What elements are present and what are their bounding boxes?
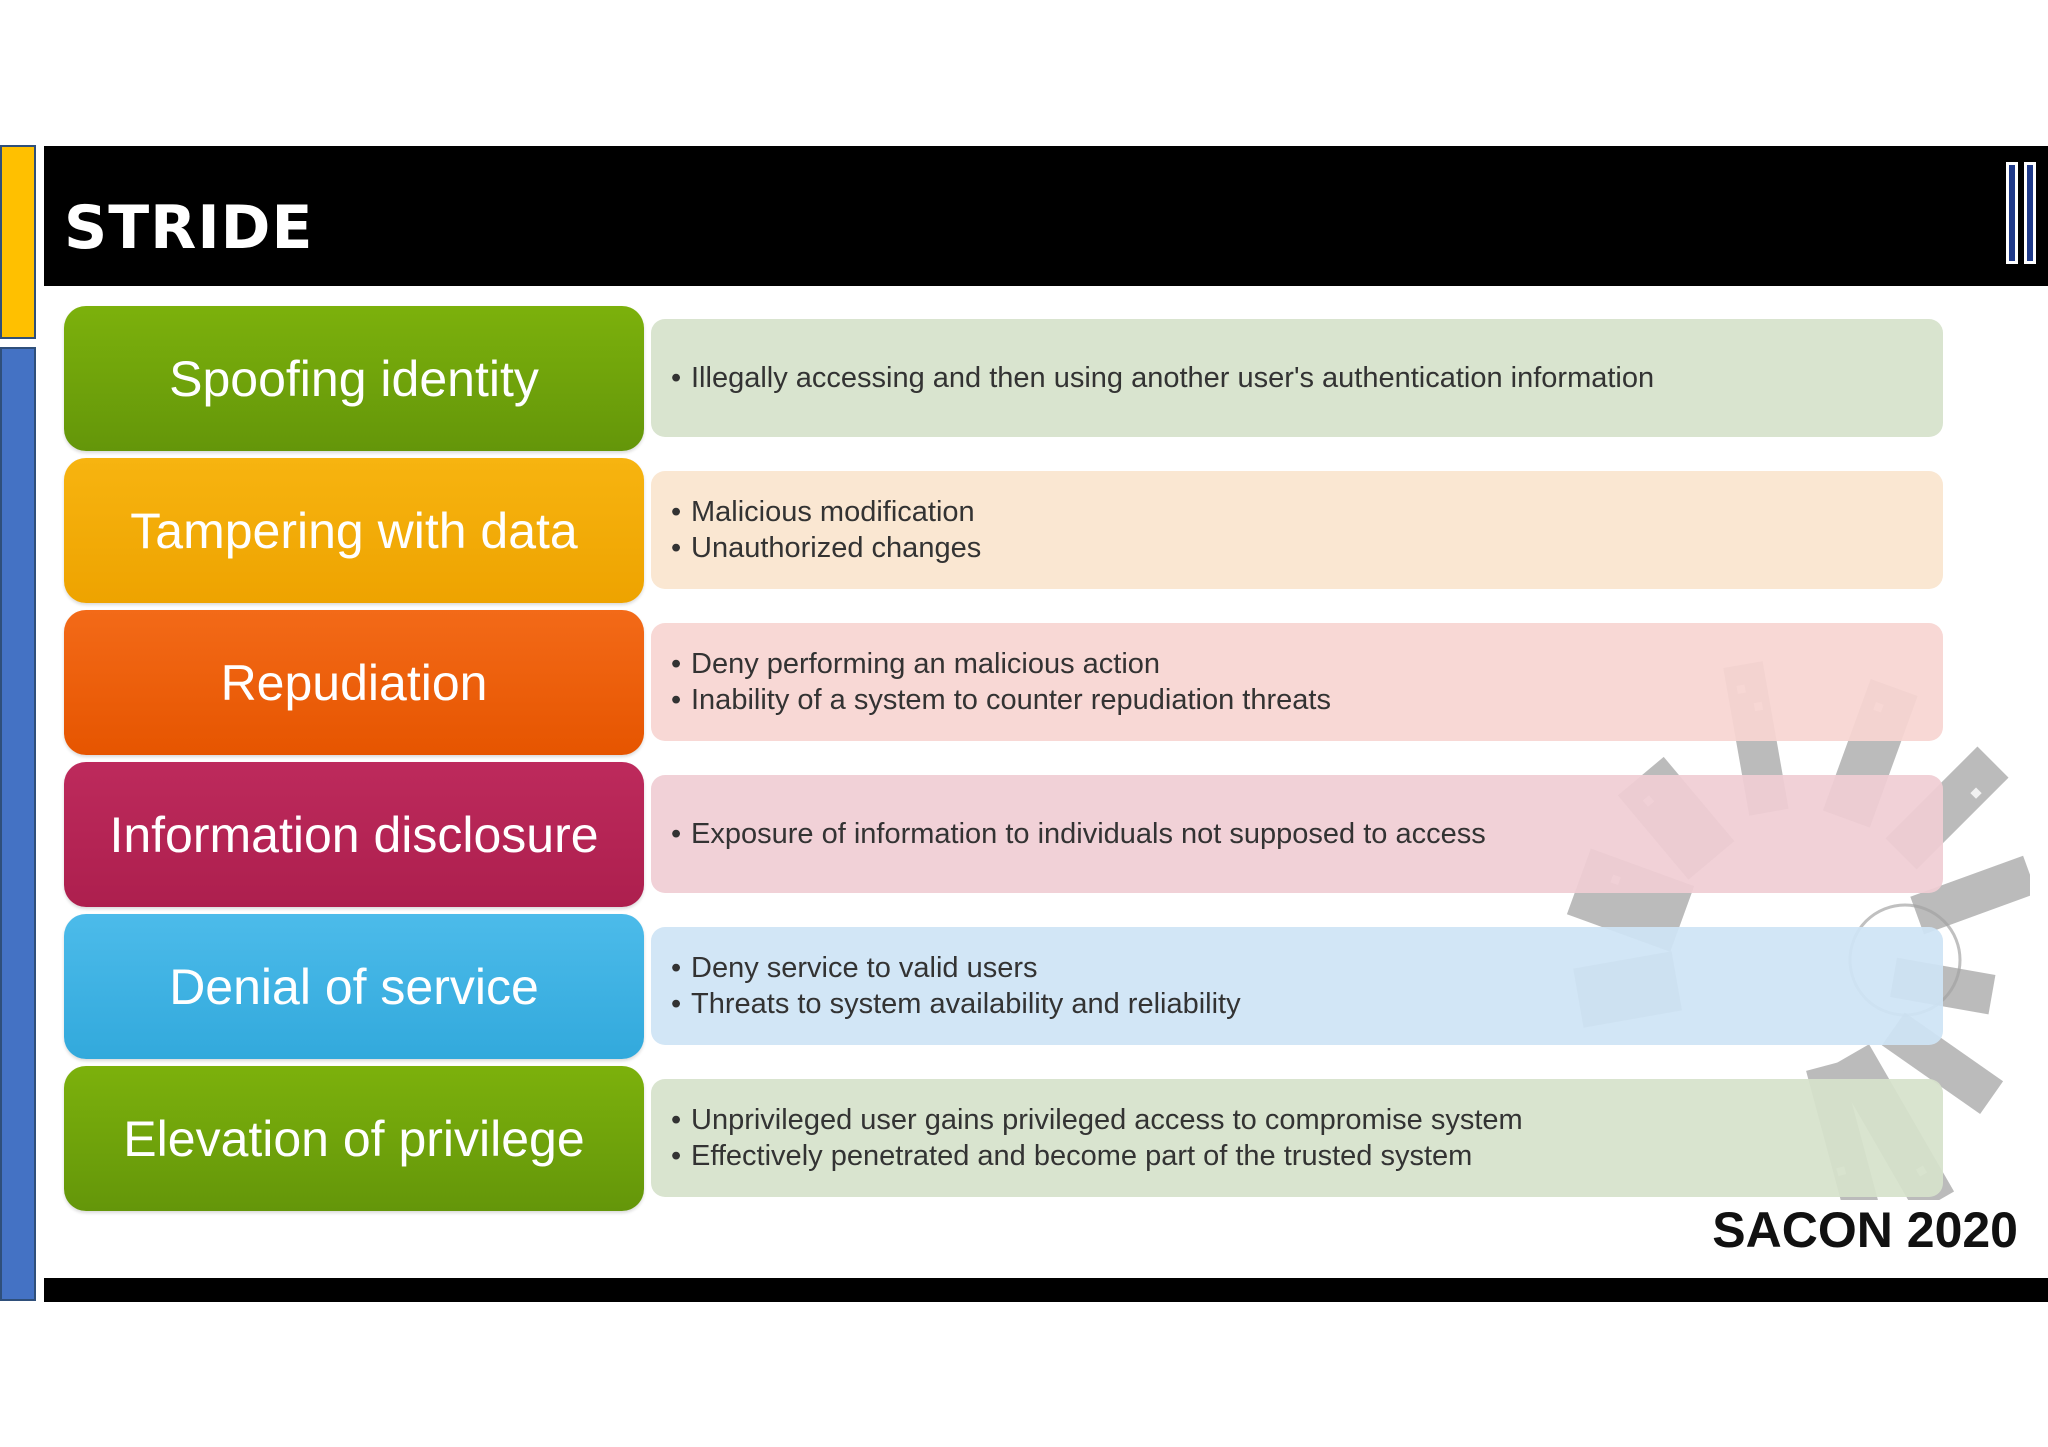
bullet-item: •Effectively penetrated and become part …: [671, 1140, 1473, 1172]
bullet-item: •Inability of a system to counter repudi…: [671, 684, 1331, 716]
label-elevation-of-privilege: Elevation of privilege: [64, 1066, 644, 1211]
desc-elevation-of-privilege: •Unprivileged user gains privileged acce…: [651, 1079, 1943, 1197]
corner-logo-icon: [2006, 162, 2036, 264]
desc-spoofing: •Illegally accessing and then using anot…: [651, 319, 1943, 437]
bullet-item: •Unauthorized changes: [671, 532, 982, 564]
accent-bar-yellow: [0, 145, 36, 339]
label-tampering: Tampering with data: [64, 458, 644, 603]
bullet-dot-icon: •: [671, 988, 682, 1020]
bullet-dot-icon: •: [671, 496, 682, 528]
bullet-item: •Malicious modification: [671, 496, 975, 528]
bullet-item: •Exposure of information to individuals …: [671, 818, 1486, 850]
desc-denial-of-service: •Deny service to valid users •Threats to…: [651, 927, 1943, 1045]
bullet-dot-icon: •: [671, 1104, 682, 1136]
bullet-dot-icon: •: [671, 1140, 682, 1172]
bullet-dot-icon: •: [671, 362, 682, 394]
footer-bar: [44, 1278, 2048, 1302]
bullet-item: •Deny performing an malicious action: [671, 648, 1161, 680]
desc-repudiation: •Deny performing an malicious action •In…: [651, 623, 1943, 741]
desc-information-disclosure: •Exposure of information to individuals …: [651, 775, 1943, 893]
bullet-item: •Threats to system availability and reli…: [671, 988, 1241, 1020]
row-information-disclosure: Information disclosure •Exposure of info…: [64, 762, 1944, 907]
bullet-item: •Unprivileged user gains privileged acce…: [671, 1104, 1523, 1136]
bullet-item: •Illegally accessing and then using anot…: [671, 362, 1655, 394]
desc-tampering: •Malicious modification •Unauthorized ch…: [651, 471, 1943, 589]
label-information-disclosure: Information disclosure: [64, 762, 644, 907]
slide-title: STRIDE: [64, 193, 314, 263]
bullet-dot-icon: •: [671, 648, 682, 680]
row-elevation-of-privilege: Elevation of privilege •Unprivileged use…: [64, 1066, 1944, 1211]
row-denial-of-service: Denial of service •Deny service to valid…: [64, 914, 1944, 1059]
accent-bar-blue: [0, 347, 36, 1301]
label-denial-of-service: Denial of service: [64, 914, 644, 1059]
label-repudiation: Repudiation: [64, 610, 644, 755]
row-repudiation: Repudiation •Deny performing an maliciou…: [64, 610, 1944, 755]
bullet-item: •Deny service to valid users: [671, 952, 1038, 984]
bullet-dot-icon: •: [671, 952, 682, 984]
bullet-dot-icon: •: [671, 818, 682, 850]
bullet-dot-icon: •: [671, 532, 682, 564]
row-tampering: Tampering with data •Malicious modificat…: [64, 458, 1944, 603]
brand-label: SACON 2020: [1712, 1202, 2018, 1258]
row-spoofing: Spoofing identity •Illegally accessing a…: [64, 306, 1944, 451]
header-bar: STRIDE: [44, 146, 2048, 286]
label-spoofing: Spoofing identity: [64, 306, 644, 451]
bullet-dot-icon: •: [671, 684, 682, 716]
